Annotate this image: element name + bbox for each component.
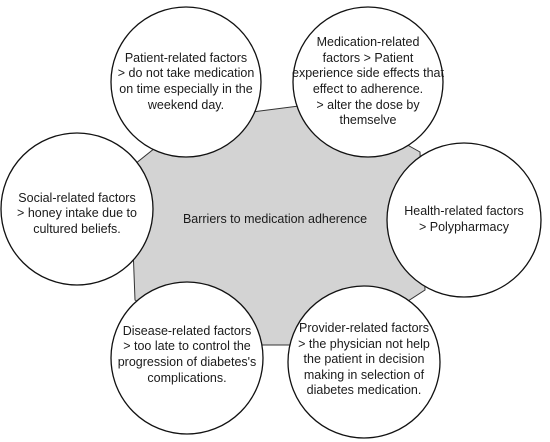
patient-factor-label: Patient-related factors > do not take me… [116,32,256,132]
provider-factor-line: making in selection of [303,367,425,382]
medication-factor-line: themselve [339,113,397,128]
social-factor-line: Social-related factors [18,190,136,205]
social-factor-line: cultured beliefs. [33,221,121,236]
center-text: Barriers to medication adherence [182,212,368,227]
health-factor-label: Health-related factors > Polypharmacy [394,198,534,242]
health-factor-circle [386,142,542,298]
patient-factor-line: > do not take medication [117,66,255,81]
disease-factor-circle [110,281,264,435]
medication-factor-line: factors > Patient [322,50,414,65]
disease-factor-line: complications. [147,370,227,385]
provider-factor-line: Provider-related factors [299,320,429,335]
center-label: Barriers to medication adherence [165,205,385,235]
provider-factor-label: Provider-related factors > the physician… [289,316,439,404]
patient-factor-line: on time especially in the [119,82,253,96]
health-factor-line: > Polypharmacy [419,220,509,234]
disease-factor-line: Disease-related factors [122,323,252,338]
social-factor-circle [0,132,154,286]
medication-factor-line: > alter the dose by [316,97,420,112]
social-factor-label: Social-related factors > honey intake du… [7,186,147,242]
disease-factor-line: > too late to control the [123,339,251,354]
medication-factor-label: Medication-related factors > Patient exp… [292,30,444,134]
medication-factor-line: experience side effects that [292,66,444,81]
disease-factor-label: Disease-related factors > too late to co… [112,318,262,392]
provider-factor-line: the patient in decision [303,352,425,367]
medication-factor-line: Medication-related [316,35,420,50]
health-factor-line: Health-related factors [404,204,524,219]
provider-factor-line: diabetes medication. [306,383,422,398]
disease-factor-line: progression of diabetes's [117,355,257,369]
patient-factor-line: Patient-related factors [124,50,248,65]
patient-factor-circle [110,6,262,158]
provider-factor-line: > the physician not help [298,336,430,351]
provider-factor-circle [287,285,441,439]
medication-factor-line: effect to adherence. [312,82,424,96]
medication-factor-circle [292,6,444,158]
patient-factor-line: weekend day. [147,97,225,112]
social-factor-line: > honey intake due to [17,206,137,221]
